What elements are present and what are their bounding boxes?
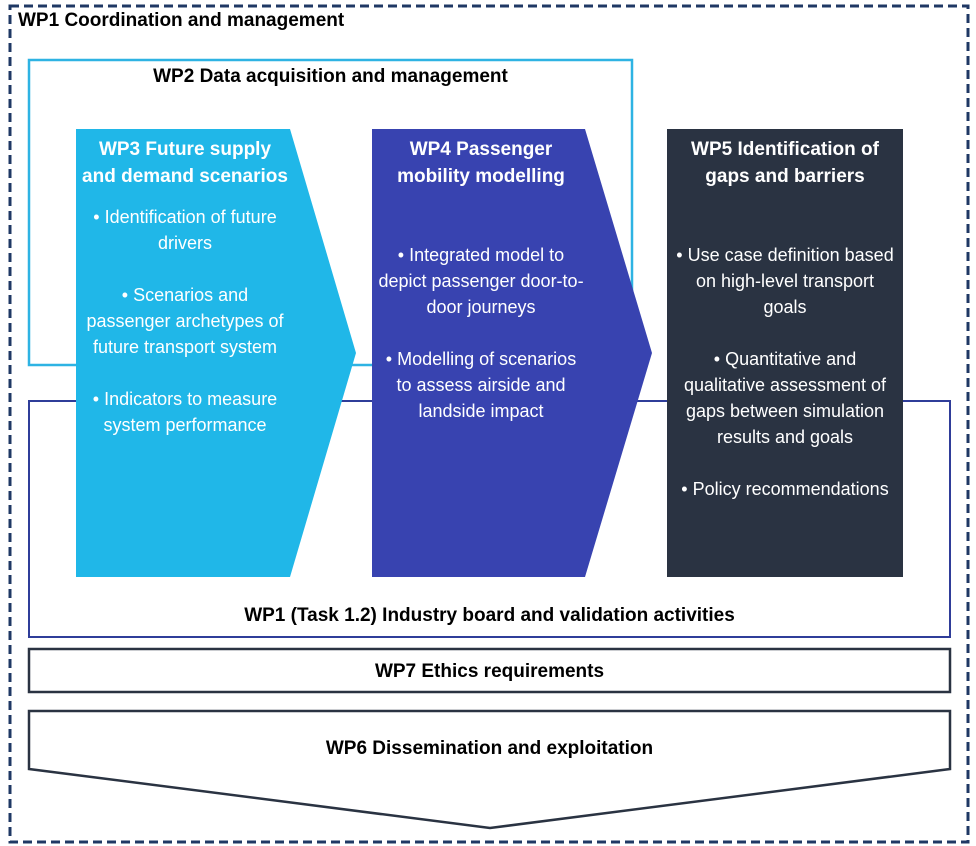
- wp3-bullet-list: Identification of future drivers Scenari…: [80, 204, 290, 438]
- wp4-block: WP4 Passenger mobility modelling Integra…: [376, 136, 586, 424]
- wp3-bullet: Identification of future drivers: [80, 204, 290, 256]
- wp5-title: WP5 Identification of gaps and barriers: [691, 139, 879, 187]
- wp2-title: WP2 Data acquisition and management: [153, 66, 508, 87]
- task12-title: WP1 (Task 1.2) Industry board and valida…: [244, 605, 735, 626]
- wp3-bullet: Scenarios and passenger archetypes of fu…: [80, 282, 290, 360]
- wp5-bullet: Use case definition based on high-level …: [675, 242, 895, 320]
- wp6-title: WP6 Dissemination and exploitation: [325, 738, 654, 759]
- wp5-bullet: Quantitative and qualitative assessment …: [675, 346, 895, 450]
- wp5-bullet-list: Use case definition based on high-level …: [675, 242, 895, 502]
- wp6-arrow: [27, 709, 952, 830]
- wp3-block: WP3 Future supply and demand scenarios I…: [80, 136, 290, 438]
- wp1-title: WP1 Coordination and management: [18, 10, 345, 31]
- wp5-block: WP5 Identification of gaps and barriers …: [675, 136, 895, 502]
- wp4-bullet-list: Integrated model to depict passenger doo…: [376, 242, 586, 424]
- wp7-box: [27, 647, 952, 694]
- wp1-frame: [8, 4, 970, 844]
- wp4-title: WP4 Passenger mobility modelling: [397, 139, 565, 187]
- wp7-title: WP7 Ethics requirements: [374, 661, 605, 682]
- wp4-bullet: Integrated model to depict passenger doo…: [376, 242, 586, 320]
- wp3-bullet: Indicators to measure system performance: [80, 386, 290, 438]
- wp4-bullet: Modelling of scenarios to assess airside…: [376, 346, 586, 424]
- wp3-title: WP3 Future supply and demand scenarios: [82, 139, 288, 187]
- wp5-bullet: Policy recommendations: [675, 476, 895, 502]
